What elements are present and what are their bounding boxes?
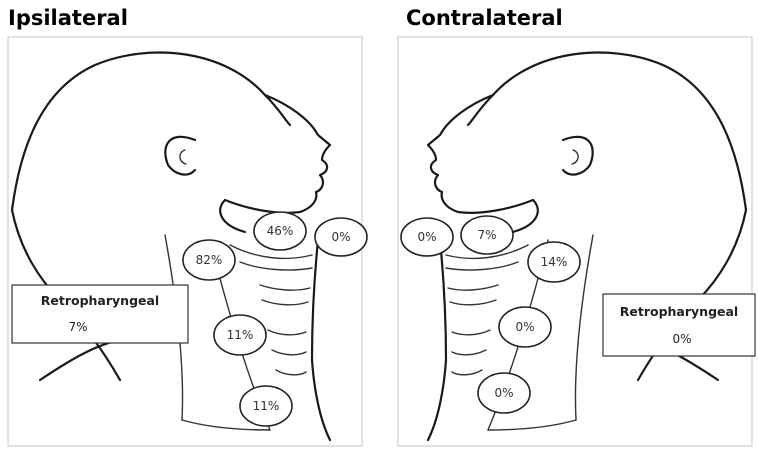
right-retropharyngeal-label: Retropharyngeal	[620, 304, 738, 319]
left-node-level-3: 11%	[214, 315, 266, 355]
right-node-level-3: 0%	[499, 307, 551, 347]
left-node-level-4: 11%	[240, 386, 292, 426]
right-node-value: 14%	[541, 255, 568, 269]
left-node-value: 11%	[253, 399, 280, 413]
left-node-value: 82%	[196, 253, 223, 267]
left-node-level-2: 82%	[183, 240, 235, 280]
right-node-value: 0%	[417, 230, 436, 244]
right-node-value: 0%	[515, 320, 534, 334]
left-retropharyngeal-box: Retropharyngeal 7%	[12, 285, 188, 343]
left-panel-frame	[8, 37, 362, 446]
left-node-level-1: 0%	[315, 218, 367, 256]
left-node-level-2-upper: 46%	[254, 212, 306, 250]
left-retropharyngeal-value: 7%	[68, 320, 87, 334]
right-node-level-2-upper: 7%	[461, 216, 513, 254]
right-node-level-1: 0%	[401, 218, 453, 256]
right-node-level-4: 0%	[478, 373, 530, 413]
right-retropharyngeal-box: Retropharyngeal 0%	[603, 294, 755, 356]
right-retropharyngeal-value: 0%	[672, 332, 691, 346]
left-node-value: 46%	[267, 224, 294, 238]
right-node-value: 7%	[477, 228, 496, 242]
left-retropharyngeal-label: Retropharyngeal	[41, 293, 159, 308]
left-node-value: 11%	[227, 328, 254, 342]
right-node-level-2: 14%	[528, 242, 580, 282]
left-node-value: 0%	[331, 230, 350, 244]
right-node-value: 0%	[494, 386, 513, 400]
